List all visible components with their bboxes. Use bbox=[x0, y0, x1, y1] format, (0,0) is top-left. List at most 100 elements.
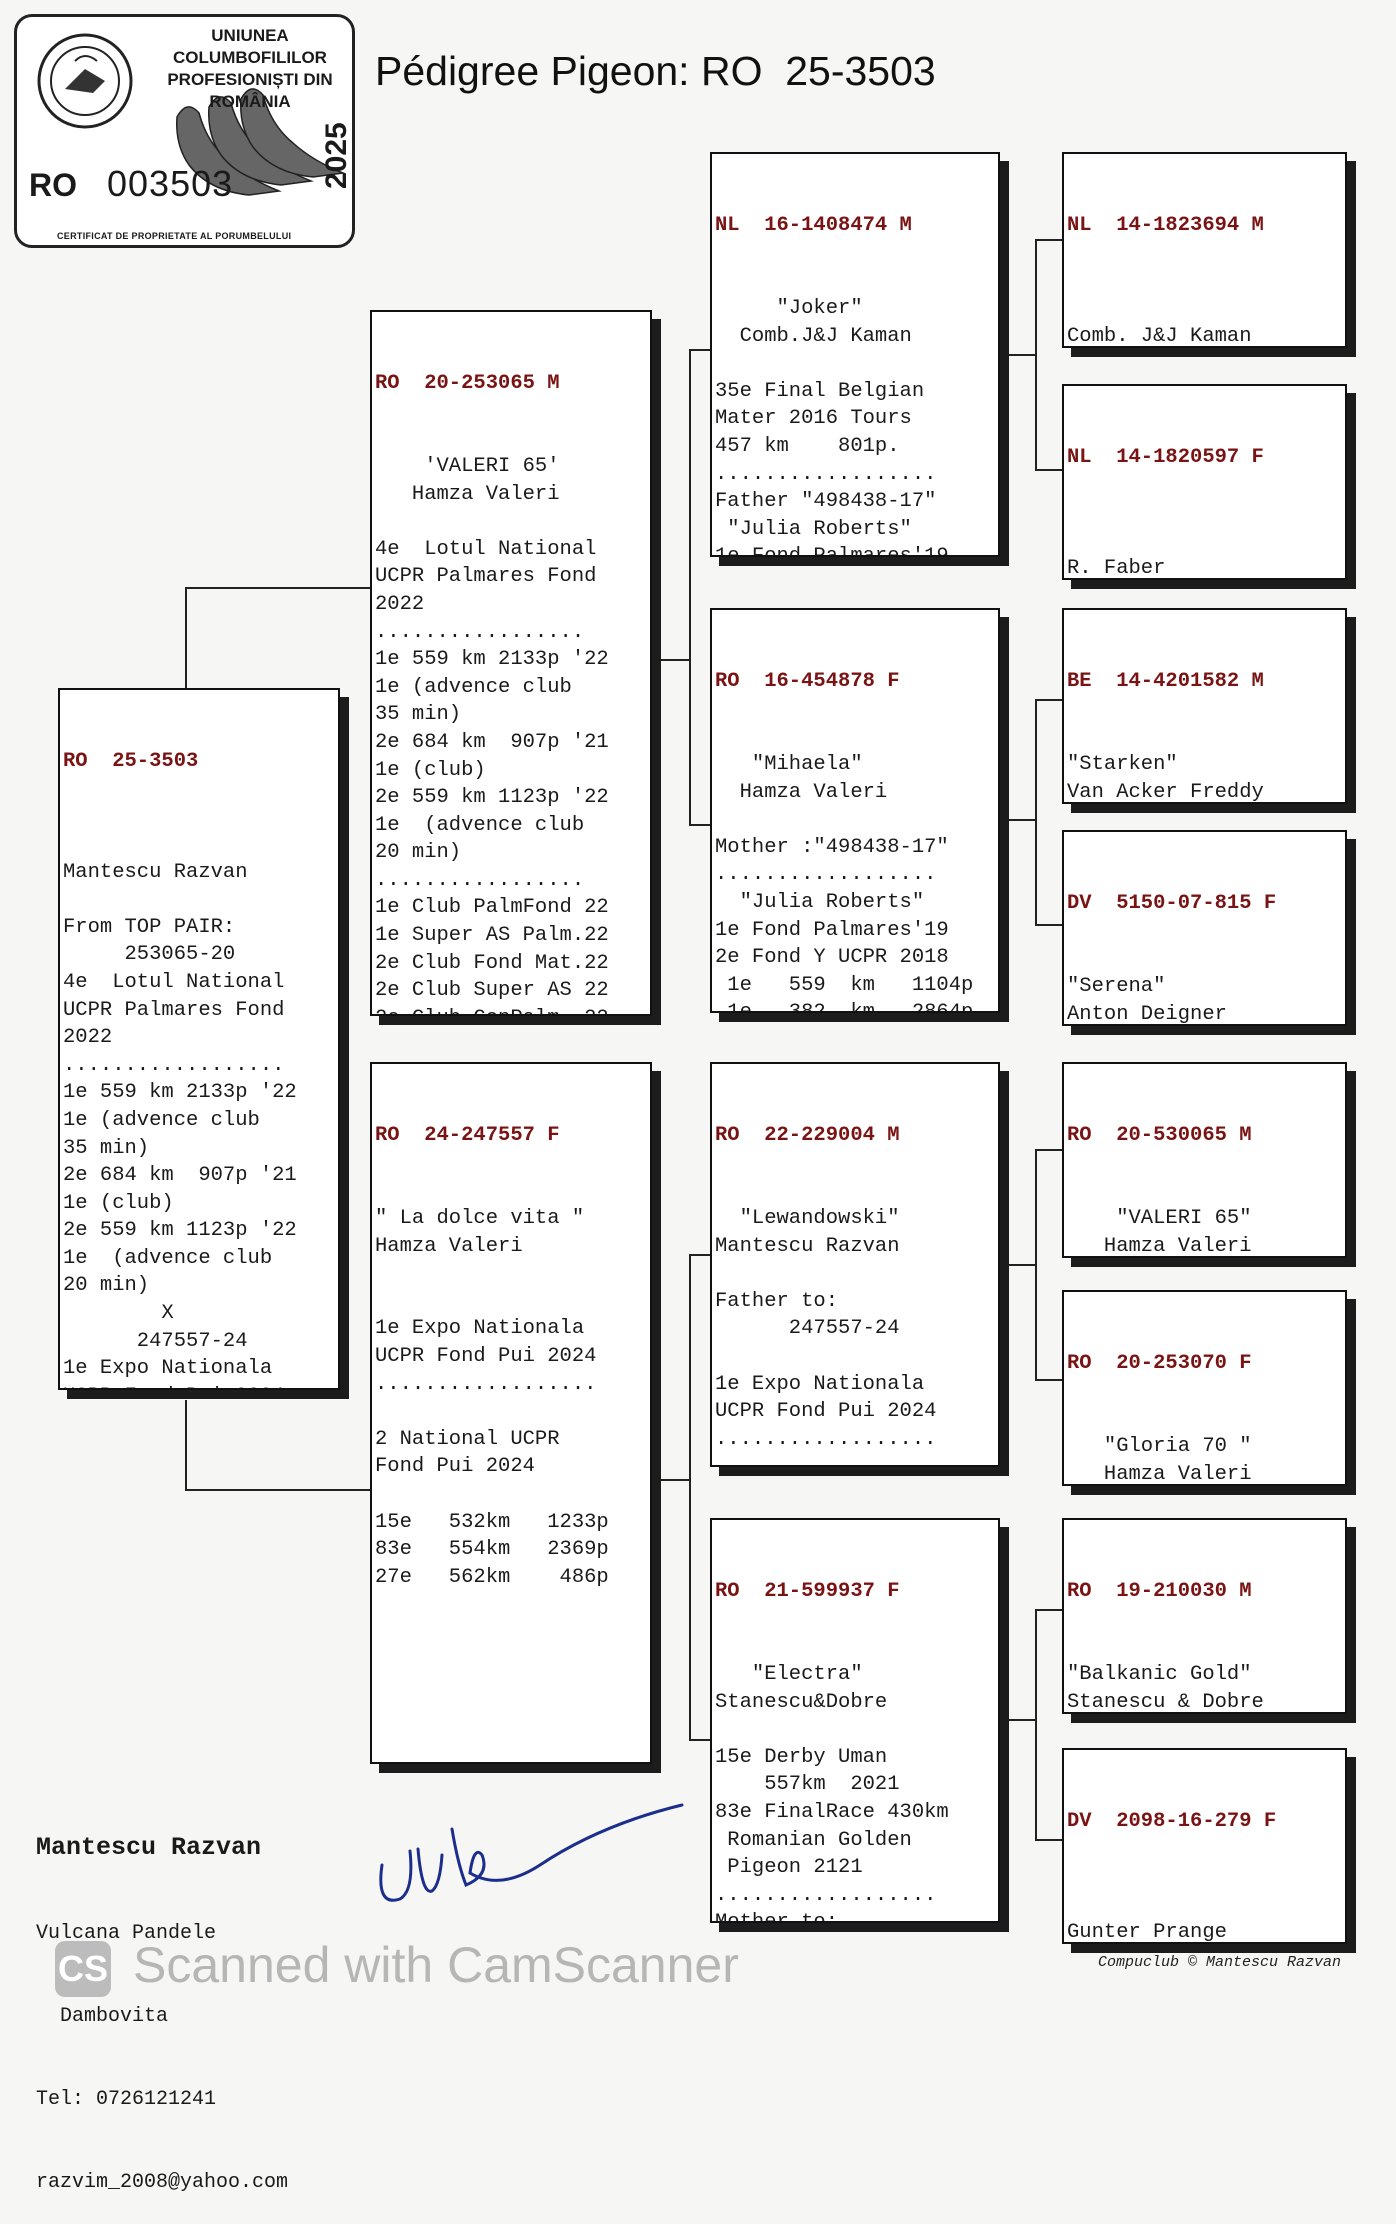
owner-phone: Tel: 0726121241 bbox=[36, 2087, 217, 2111]
father-ring-number: RO 20-253065 M bbox=[375, 372, 560, 396]
subject-line: UCPR Fond Pui 2024 bbox=[63, 1383, 334, 1388]
subject-line: X bbox=[63, 1302, 174, 1326]
mfm-details: "Gloria 70 " Hamza Valeri2e EXPO NAT.UCP… bbox=[1067, 1433, 1341, 1486]
ffm-line: R. Faber bbox=[1067, 556, 1166, 580]
father-line: 1e (club) bbox=[375, 758, 486, 782]
father-line: 1e Club PalmFond 22 bbox=[375, 896, 609, 920]
stamp-year: 2025 bbox=[320, 122, 353, 189]
ff-line: Mater 2016 Tours bbox=[715, 407, 912, 431]
subject-line: .................. bbox=[63, 1053, 285, 1077]
father-line bbox=[375, 508, 646, 536]
pigeon-card-fff: NL 14-1823694 M Comb. J&J KamanBlauwband… bbox=[1062, 152, 1347, 348]
mf-line: 247557-24 bbox=[715, 1317, 900, 1341]
ff-line: "Joker" bbox=[715, 296, 863, 320]
pigeon-card-fmm: DV 5150-07-815 F "Serena"Anton DeignerGr… bbox=[1062, 830, 1347, 1026]
father-line: 1e 559 km 2133p '22 bbox=[375, 648, 609, 672]
mf-line: .................. bbox=[715, 1427, 937, 1451]
subject-line: 4e Lotul National bbox=[63, 970, 285, 994]
pigeon-card-mmm: DV 2098-16-279 F Gunter PrangeDaught.:20… bbox=[1062, 1748, 1347, 1944]
mother-line: " La dolce vita " bbox=[375, 1206, 585, 1230]
fm-line: Mother :"498438-17" bbox=[715, 835, 949, 859]
father-line: 1e Super AS Palm.22 bbox=[375, 924, 609, 948]
pigeon-card-maternal-grandfather: RO 22-229004 M "Lewandowski"Mantescu Raz… bbox=[710, 1062, 1000, 1467]
page-title: Pédigree Pigeon: RO 25-3503 bbox=[375, 48, 936, 94]
fff-line bbox=[1067, 295, 1341, 323]
mfm-line: "Gloria 70 " bbox=[1067, 1434, 1252, 1458]
subject-line: Mantescu Razvan bbox=[63, 860, 248, 884]
ffm-details: R. FaberKld Olympic Patrick1e Olympic bbox=[1067, 527, 1341, 580]
mother-line: UCPR Fond Pui 2024 bbox=[375, 1344, 597, 1368]
scanner-text: Scanned with CamScanner bbox=[133, 1937, 739, 1993]
mother-line: .................. bbox=[375, 1372, 597, 1396]
subject-line: 2e 684 km 907p '21 bbox=[63, 1164, 297, 1188]
mother-line: 2 National UCPR bbox=[375, 1427, 560, 1451]
fmf-line: Van Acker Freddy bbox=[1067, 780, 1264, 804]
subject-line bbox=[63, 886, 334, 914]
ff-line: Comb.J&J Kaman bbox=[715, 324, 912, 348]
stamp-organization: UNIUNEA COLUMBOFILILOR PROFESIONIȘTI DIN… bbox=[135, 25, 352, 113]
fff-line: Comb. J&J Kaman bbox=[1067, 324, 1252, 348]
fm-line: "Julia Roberts" bbox=[715, 890, 925, 914]
camscanner-logo-icon: CS bbox=[55, 1940, 111, 1997]
father-line: ................. bbox=[375, 868, 585, 892]
subject-line: 1e 559 km 2133p '22 bbox=[63, 1081, 297, 1105]
subject-line: 1e (advence club bbox=[63, 1108, 260, 1132]
mf-line: Father to: bbox=[715, 1289, 839, 1313]
mm-line: Stanescu&Dobre bbox=[715, 1690, 888, 1714]
mfm-line: Hamza Valeri bbox=[1067, 1462, 1252, 1486]
pigeon-card-mfm: RO 20-253070 F "Gloria 70 " Hamza Valeri… bbox=[1062, 1290, 1347, 1486]
subject-line: 2022 bbox=[63, 1026, 113, 1050]
mm-line: "Electra" bbox=[715, 1662, 863, 1686]
mother-line: 1e Expo Nationala bbox=[375, 1317, 585, 1341]
ff-line bbox=[715, 350, 994, 378]
mm-line: Mother to: bbox=[715, 1911, 839, 1923]
father-line: 2e Club GenPalm 22 bbox=[375, 1005, 646, 1014]
mf-ring-number: RO 22-229004 M bbox=[715, 1124, 900, 1148]
mf-line: 1e Expo Nationala bbox=[715, 1372, 925, 1396]
mm-ring-number: RO 21-599937 F bbox=[715, 1580, 900, 1604]
fm-line: Hamza Valeri bbox=[715, 780, 888, 804]
fmm-line: "Serena" bbox=[1067, 974, 1166, 998]
mf-line: Mantescu Razvan bbox=[715, 1234, 900, 1258]
fff-details: Comb. J&J KamanBlauwbandIngeteeld Naar d… bbox=[1067, 295, 1341, 348]
fmm-details: "Serena"Anton DeignerGrandmother:2e & 7e… bbox=[1067, 973, 1341, 1024]
subject-line: 35 min) bbox=[63, 1136, 150, 1160]
ff-line: Father "498438-17" bbox=[715, 490, 937, 514]
pigeon-card-mother: RO 24-247557 F " La dolce vita "Hamza Va… bbox=[370, 1062, 652, 1764]
mm-line: 15e Derby Uman bbox=[715, 1745, 888, 1769]
ff-line: 457 km 801p. bbox=[715, 434, 900, 458]
subject-line: 20 min) bbox=[63, 1274, 150, 1298]
mmf-ring-number: RO 19-210030 M bbox=[1067, 1580, 1252, 1604]
fm-line bbox=[715, 806, 994, 834]
mm-line: Pigeon 2121 bbox=[715, 1856, 863, 1880]
father-line: 35 min) bbox=[375, 703, 462, 727]
subject-ring-number: RO 25-3503 bbox=[63, 750, 199, 774]
fmf-ring-number: BE 14-4201582 M bbox=[1067, 670, 1264, 694]
mfm-ring-number: RO 20-253070 F bbox=[1067, 1352, 1252, 1376]
owner-name: Mantescu Razvan bbox=[36, 1833, 262, 1863]
mm-line bbox=[715, 1716, 994, 1744]
mm-details: "Electra" Stanescu&Dobre 15e Derby Uman 55… bbox=[715, 1661, 994, 1923]
signature-icon bbox=[379, 1803, 684, 1902]
mm-line: 557km 2021 bbox=[715, 1773, 900, 1797]
owner-address-line2: Dambovita bbox=[36, 2005, 169, 2029]
mmf-line: Stanescu & Dobre bbox=[1067, 1690, 1264, 1714]
subject-line: 1e (advence club bbox=[63, 1246, 273, 1270]
mother-line: 15e 532km 1233p bbox=[375, 1510, 609, 1534]
mff-details: "VALERI 65" Hamza Valeri................… bbox=[1067, 1205, 1341, 1256]
fm-line: 1e 559 km 1104p bbox=[715, 973, 974, 997]
owner-email: razvim_2008@yahoo.com bbox=[36, 2170, 289, 2194]
mother-ring-number: RO 24-247557 F bbox=[375, 1124, 560, 1148]
owner-address-line1: Vulcana Pandele bbox=[36, 1922, 217, 1946]
mother-line bbox=[375, 1481, 646, 1509]
father-line: ................. bbox=[375, 620, 585, 644]
